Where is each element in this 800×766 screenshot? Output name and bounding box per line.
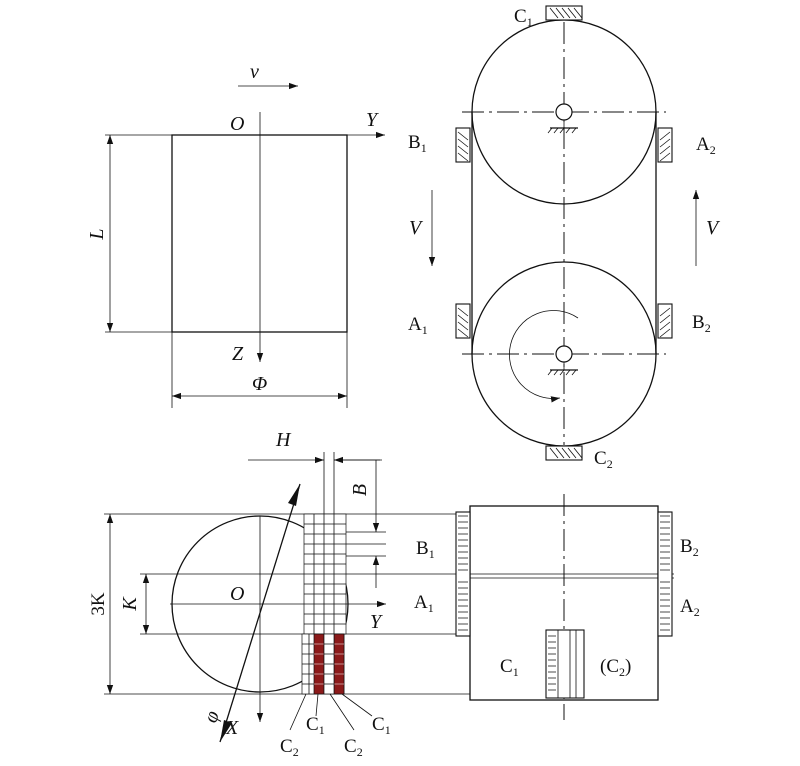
leader-c2-left [289, 693, 307, 731]
label-b2-box: B2 [680, 536, 699, 559]
label-a2-top: A2 [696, 134, 716, 157]
leader-c2-right [329, 693, 355, 731]
label-c1-b: C1 [372, 714, 391, 737]
roller-arrangement-view: B1 A1 B2 A2 C1 (C2) [414, 494, 700, 720]
label-c2-b: C2 [344, 736, 363, 759]
phi-arrow-top [288, 484, 300, 506]
roller-a1-icon [455, 303, 471, 339]
label-b1-top: B1 [408, 132, 427, 155]
label-z: Z [232, 343, 244, 365]
label-k: K [119, 596, 141, 612]
rotation-arrow [509, 310, 579, 403]
label-o-top: O [230, 113, 244, 135]
label-c1-box: C1 [500, 656, 519, 679]
roller-b2-icon [657, 303, 673, 339]
label-y-top: Y [366, 109, 379, 131]
leader-c1-right [341, 693, 373, 717]
label-v-right: V [706, 217, 721, 239]
roller-c1-icon [545, 5, 583, 21]
left-roller-strip [455, 511, 471, 637]
label-a1-box: A1 [414, 592, 434, 615]
label-y-bottom: Y [370, 611, 383, 633]
roller-c2-icon [545, 445, 583, 461]
label-a2-box: A2 [680, 596, 700, 619]
upper-pivot-icon [547, 103, 578, 134]
label-3k: 3K [88, 592, 109, 616]
center-roller [545, 629, 585, 699]
workpiece-outline [171, 134, 348, 333]
workpiece-side-view: v O Y Z L Φ [86, 61, 385, 408]
label-c2-a: C2 [280, 736, 299, 759]
label-x: X [225, 717, 239, 739]
cross-section-view: H B O Y X φ [88, 429, 470, 759]
lower-pivot-icon [547, 345, 578, 376]
pulley-front-view: V V C1 C2 B1 A2 A1 [408, 5, 721, 471]
label-b1-box: B1 [416, 538, 435, 561]
label-c2-box: (C2) [600, 656, 631, 679]
label-l: L [86, 228, 108, 240]
label-o-bottom: O [230, 583, 244, 605]
label-a1-top: A1 [408, 314, 428, 337]
roller-b1-icon [455, 127, 471, 163]
right-roller-strip [657, 511, 673, 637]
label-phi-big: Φ [252, 373, 267, 395]
label-c2-bottom: C2 [594, 448, 613, 471]
label-phi-small: φ [200, 708, 224, 725]
red-contact-strips [313, 633, 345, 695]
label-c1-top: C1 [514, 6, 533, 29]
label-h: H [275, 429, 292, 451]
leader-c1-left [315, 693, 319, 717]
roller-a2-icon [657, 127, 673, 163]
phi-diagonal [219, 483, 301, 743]
phi-arrow-bottom [220, 720, 232, 742]
label-v-left: V [409, 217, 424, 239]
label-c1-a: C1 [306, 714, 325, 737]
label-b2-top: B2 [692, 312, 711, 335]
label-v: v [250, 61, 259, 83]
label-b: B [349, 484, 371, 496]
